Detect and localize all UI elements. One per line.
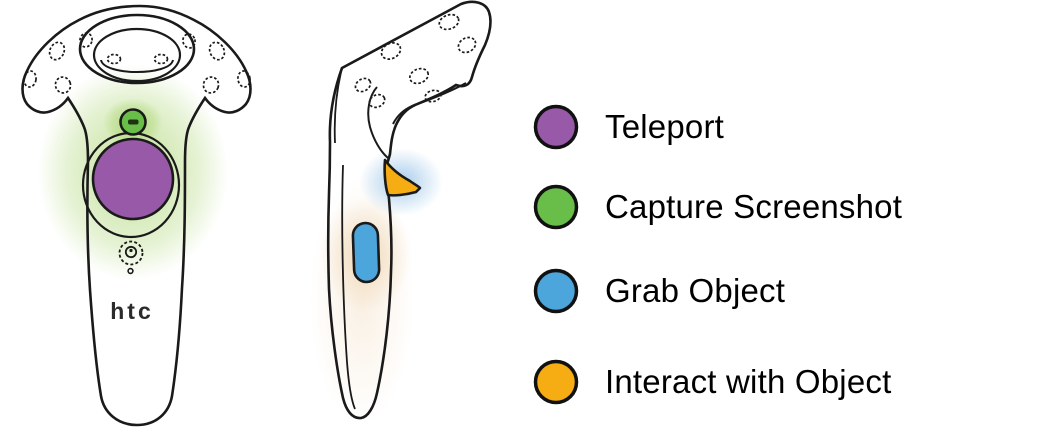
tracking-sensor-icon (54, 76, 72, 94)
neck-crease (367, 86, 389, 159)
touchpad-highlight-teleport (91, 137, 175, 221)
capture-screenshot-swatch-icon (533, 184, 579, 230)
front-tracking-sensors (23, 32, 251, 94)
grip-button-highlight-grab (351, 221, 381, 284)
tracking-sensor-icon (182, 33, 196, 49)
tracking-sensor-icon (106, 53, 122, 65)
teleport-swatch-circle (533, 104, 579, 150)
menu-button-slot (128, 119, 139, 125)
capture-screenshot-swatch-circle (533, 184, 579, 230)
grab-object-swatch-icon (533, 268, 579, 314)
status-led (127, 267, 134, 275)
system-button-icon (124, 245, 138, 259)
teleport-swatch-icon (533, 104, 579, 150)
side-controller-view (310, 0, 492, 425)
ring-opening-outer (78, 13, 196, 85)
legend-label-capture-screenshot: Capture Screenshot (605, 188, 903, 225)
legend-label-teleport: Teleport (605, 108, 725, 145)
legend-item-teleport: Teleport (533, 104, 724, 150)
system-button-ring (118, 240, 144, 266)
interact-with-object-swatch-icon (533, 359, 579, 405)
legend-label-interact-with-object: Interact with Object (605, 363, 892, 400)
ring-edge-sliver (333, 71, 342, 144)
ring-plate-edge (392, 82, 467, 125)
front-controller-view: htc (21, 4, 252, 427)
legend-item-interact-with-object: Interact with Object (533, 359, 891, 405)
tracking-sensor-icon (408, 67, 430, 85)
trigger-highlight-interact (383, 158, 422, 197)
legend-item-capture-screenshot: Capture Screenshot (533, 184, 902, 230)
ring-opening-floor (100, 59, 174, 73)
tracking-sensor-icon (153, 53, 169, 65)
tracking-sensor-icon (237, 70, 251, 88)
interact-with-object-swatch-circle (533, 359, 579, 405)
tracking-sensor-icon (208, 41, 226, 61)
ring-opening-inner (92, 27, 182, 83)
htc-logo: htc (110, 298, 154, 324)
legend-item-grab-object: Grab Object (533, 268, 785, 314)
tracking-sensor-icon (48, 41, 66, 61)
legend-label-grab-object: Grab Object (605, 272, 786, 309)
tracking-sensor-icon (354, 77, 372, 93)
tracking-sensor-icon (368, 93, 386, 109)
tracking-sensor-icon (424, 89, 442, 103)
system-button-dot (129, 248, 133, 253)
tracking-sensor-icon (23, 70, 37, 88)
tracking-sensor-icon (202, 76, 220, 94)
tracking-sensor-icon (79, 32, 93, 48)
tracking-sensor-icon (457, 36, 477, 54)
grab-object-swatch-circle (533, 268, 579, 314)
handle-front-edge (341, 164, 356, 410)
